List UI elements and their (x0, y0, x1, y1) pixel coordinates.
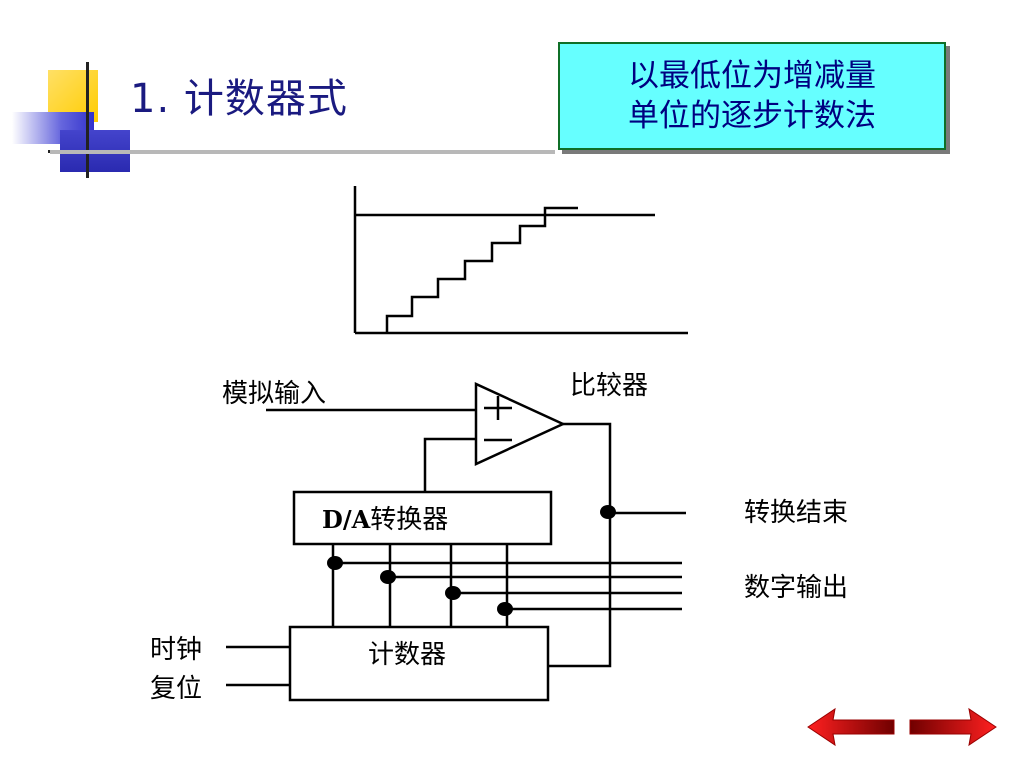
dac-label-bold: D/A (322, 505, 371, 534)
digital-output-label: 数字输出 (744, 573, 848, 603)
reset-label: 复位 (150, 674, 202, 704)
comparator-output-wire (548, 422, 612, 668)
counter-box (288, 625, 550, 702)
title-underline (50, 150, 555, 154)
dac-feedback-wire (423, 437, 476, 492)
arrow-right-icon[interactable] (909, 707, 997, 747)
dac-label: D/A转换器 (322, 505, 448, 535)
conversion-end-label: 转换结束 (744, 498, 848, 528)
junction-dot-bit3 (445, 586, 461, 600)
junction-dot-end (600, 505, 616, 519)
waveform-staircase (385, 206, 578, 333)
staircase-waveform-plot (353, 186, 688, 335)
comparator-triangle (474, 382, 566, 466)
deco-vertical-line (86, 62, 89, 178)
clock-label: 时钟 (150, 635, 202, 665)
dac-box (292, 490, 553, 546)
counter-label: 计数器 (368, 640, 446, 670)
junction-dot-bit4 (497, 602, 513, 616)
arrow-left-icon[interactable] (807, 707, 895, 747)
callout-text: 以最低位为增减量 单位的逐步计数法 (628, 58, 876, 134)
junction-dot-bit1 (327, 556, 343, 570)
page-title: 1. 计数器式 (130, 76, 348, 122)
analog-input-label: 模拟输入 (222, 379, 326, 409)
callout-box: 以最低位为增减量 单位的逐步计数法 (558, 42, 946, 150)
comparator-label: 比较器 (570, 371, 648, 401)
dac-label-rest: 转换器 (370, 505, 448, 535)
junction-dot-bit2 (380, 570, 396, 584)
